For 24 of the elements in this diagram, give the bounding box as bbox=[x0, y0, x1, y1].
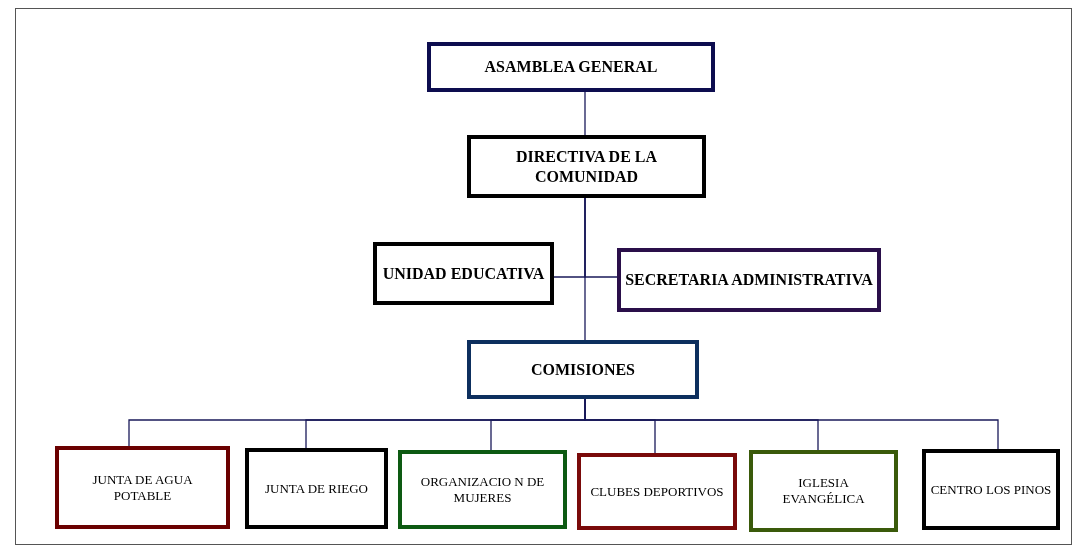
org-box bbox=[398, 450, 567, 529]
org-box bbox=[55, 446, 230, 529]
org-box bbox=[577, 453, 737, 530]
box-label: DIRECTIVA DE LA COMUNIDAD bbox=[514, 146, 659, 187]
box-label: JUNTA DE AGUA POTABLE bbox=[91, 471, 194, 504]
org-box bbox=[245, 448, 388, 529]
box-label: CLUBES DEPORTIVOS bbox=[590, 483, 724, 500]
org-box bbox=[467, 135, 706, 198]
box-label: COMISIONES bbox=[531, 359, 635, 380]
box-label: JUNTA DE RIEGO bbox=[265, 480, 368, 497]
box-label: CENTRO LOS PINOS bbox=[930, 481, 1052, 498]
org-box bbox=[467, 340, 699, 399]
box-label: ASAMBLEA GENERAL bbox=[484, 57, 658, 77]
box-label: UNIDAD EDUCATIVA bbox=[382, 263, 545, 284]
box-label: IGLESIA EVANGÉLICA bbox=[781, 475, 866, 507]
org-box bbox=[749, 450, 898, 532]
box-label: ORGANIZACIO N DE MUJERES bbox=[419, 473, 546, 506]
org-box bbox=[427, 42, 715, 92]
connector-line bbox=[584, 91, 586, 136]
connector-line bbox=[584, 197, 586, 341]
org-box bbox=[617, 248, 881, 312]
org-box bbox=[373, 242, 554, 305]
org-box bbox=[922, 449, 1060, 530]
box-label: SECRETARIA ADMINISTRATIVA bbox=[625, 270, 873, 290]
